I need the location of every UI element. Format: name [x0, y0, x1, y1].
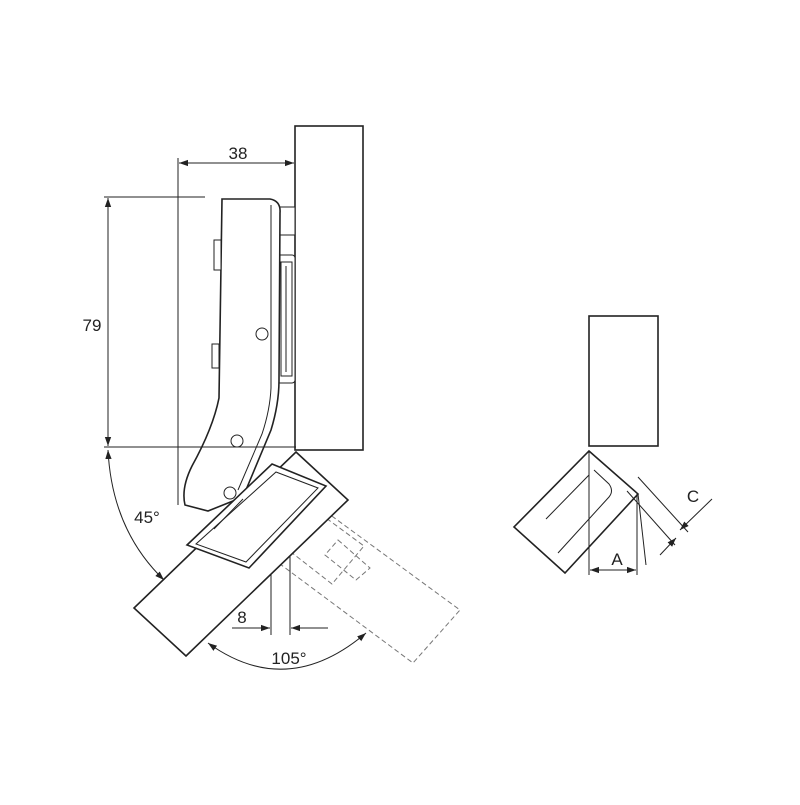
cabinet-side-panel [294, 125, 364, 451]
hinge-cup [185, 463, 328, 569]
angle-105-arc [207, 632, 367, 670]
mounting-plate [276, 254, 296, 384]
angle-45-arc [105, 449, 165, 581]
dim-c-label: C [687, 487, 699, 506]
angle-105-label: 105° [271, 649, 306, 668]
dim-38-label: 38 [229, 144, 248, 163]
hinge-arm-inner-contour [237, 205, 272, 491]
dim-a-label: A [611, 550, 623, 569]
hinge-screw-hole-lower [230, 434, 244, 448]
dim-79-label: 79 [83, 316, 102, 335]
hinge-screw-hole-upper [255, 327, 269, 341]
detail-reference-lines [588, 452, 689, 575]
hinge-arm [183, 198, 281, 512]
hinge-adjust-tab-mid [211, 343, 220, 369]
dim-8-label: 8 [237, 608, 246, 627]
detail-cabinet-panel [588, 315, 659, 447]
hinge-adjust-tab-top [213, 239, 222, 271]
detail-hinge-cup [545, 469, 612, 554]
dim-c-line [679, 498, 713, 531]
mounting-plate-ridge [279, 206, 296, 236]
dim-c-line-lower [659, 537, 677, 556]
hinge-pivot-hole [223, 486, 237, 500]
angle-45-label: 45° [134, 508, 160, 527]
